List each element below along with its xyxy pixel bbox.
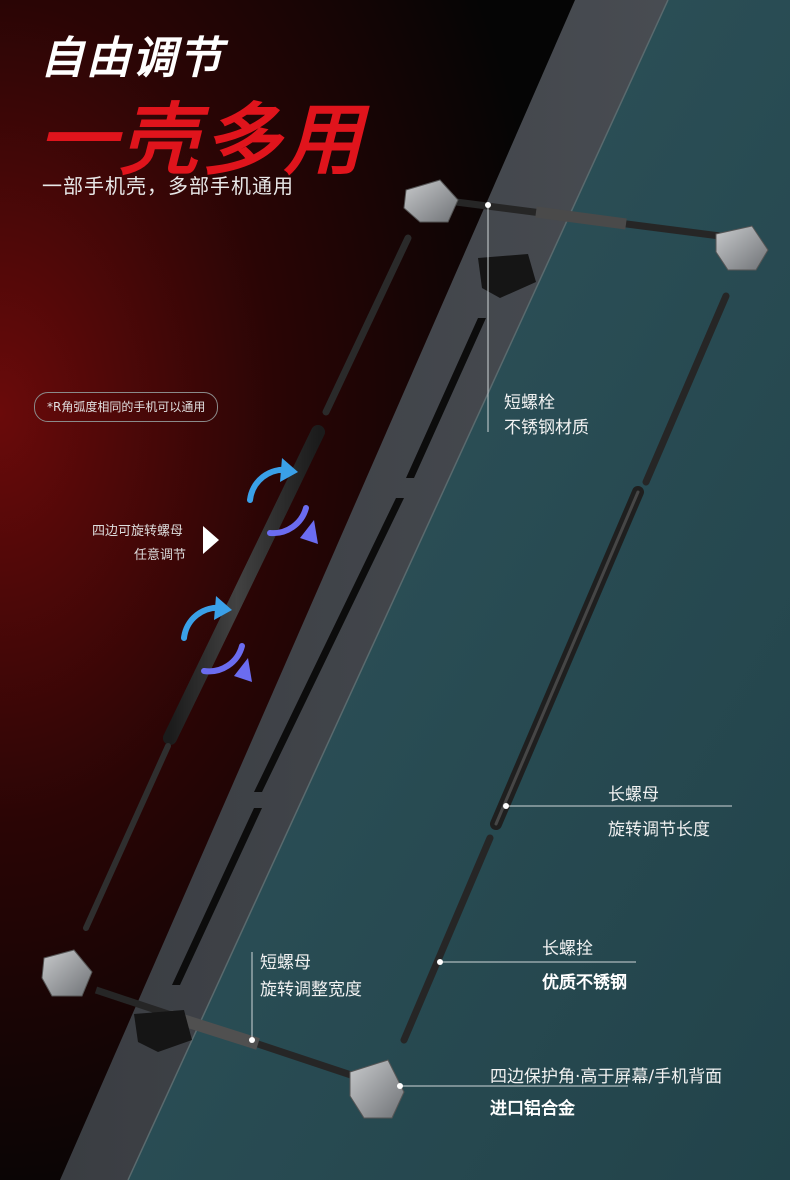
nut-top bbox=[478, 254, 536, 298]
corner-top-left bbox=[403, 179, 459, 223]
left-rod-assembly bbox=[83, 234, 412, 931]
short-nut-desc: 旋转调整宽度 bbox=[260, 980, 362, 1000]
rotate-arrow-icon bbox=[181, 596, 252, 682]
top-rod-assembly bbox=[403, 179, 769, 298]
nut-bottom bbox=[134, 1010, 192, 1052]
teal-panel bbox=[128, 0, 790, 1180]
rotate-arrow-icon bbox=[247, 458, 318, 544]
corner-guard-title: 四边保护角·高于屏幕/手机背面 bbox=[490, 1067, 723, 1087]
corner-guard-desc: 进口铝合金 bbox=[490, 1099, 575, 1119]
long-nut-title: 长螺母 bbox=[608, 785, 659, 805]
corner-bottom-left bbox=[41, 949, 93, 997]
short-bolt-desc: 不锈钢材质 bbox=[504, 418, 589, 438]
headline-subtitle: 一部手机壳，多部手机通用 bbox=[42, 174, 294, 198]
long-bolt-desc: 优质不锈钢 bbox=[542, 973, 627, 993]
panel-edge bbox=[127, 0, 669, 1180]
corner-top-right bbox=[715, 225, 769, 271]
rotate-label-line1: 四边可旋转螺母 bbox=[92, 524, 184, 539]
right-rod-assembly bbox=[400, 292, 730, 1044]
band-slots bbox=[172, 318, 486, 985]
headline-title: 自由调节 bbox=[40, 33, 224, 84]
rotate-label-line2: 任意调节 bbox=[134, 548, 187, 563]
short-bolt-title: 短螺栓 bbox=[504, 393, 555, 413]
bottom-rod-assembly bbox=[41, 949, 405, 1119]
play-triangle-icon bbox=[203, 526, 219, 554]
headline-big: 一壳多用 bbox=[38, 96, 367, 186]
short-nut-title: 短螺母 bbox=[260, 953, 311, 973]
long-bolt-title: 长螺拴 bbox=[542, 939, 593, 959]
long-nut-desc: 旋转调节长度 bbox=[608, 820, 710, 840]
callout-lines bbox=[249, 202, 732, 1089]
compat-note-badge: *R角弧度相同的手机可以通用 bbox=[34, 392, 219, 422]
corner-bottom-right bbox=[349, 1059, 405, 1119]
